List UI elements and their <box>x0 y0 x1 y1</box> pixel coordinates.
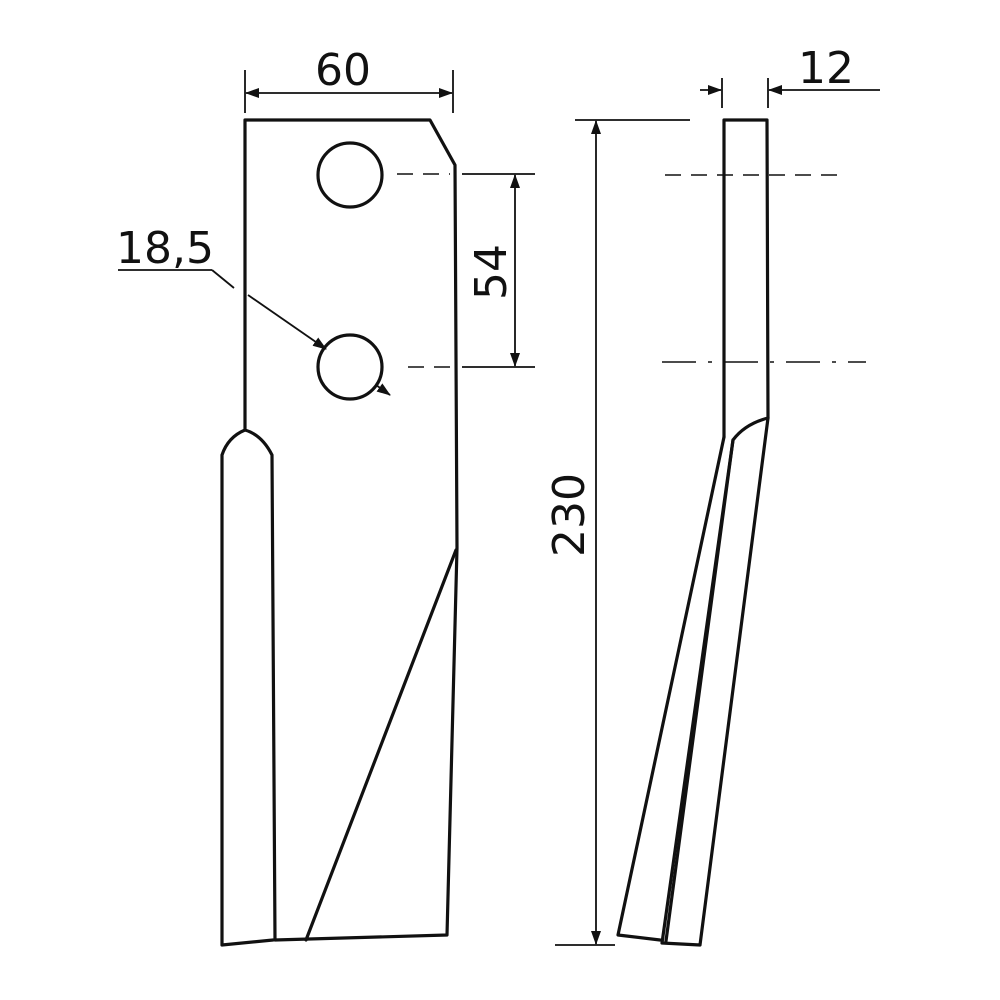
dimension-length: 230 <box>544 119 690 946</box>
mounting-hole-bottom <box>316 333 384 401</box>
mounting-hole-top <box>316 141 384 209</box>
blade-side-tip <box>660 416 770 947</box>
blade-edge-strip <box>220 428 275 947</box>
blade-front-outline <box>243 118 459 942</box>
dimension-length-label: 230 <box>544 473 595 557</box>
dimension-thickness: 12 <box>700 43 880 108</box>
dimension-width-label: 60 <box>315 45 371 96</box>
front-view <box>220 118 459 947</box>
dimension-hole-spacing: 54 <box>462 173 535 368</box>
blade-side-shank <box>722 118 770 439</box>
dimension-hole-spacing-label: 54 <box>466 244 517 300</box>
blade-side-tip-edge <box>616 435 726 942</box>
side-view <box>616 118 866 947</box>
dimension-thickness-label: 12 <box>798 43 854 94</box>
dimension-hole-diameter: 18,5 <box>116 223 391 396</box>
blade-side-inner-line <box>664 438 735 943</box>
blade-bevel-line <box>304 548 458 942</box>
dimension-hole-diameter-label: 18,5 <box>116 223 214 274</box>
dimension-width: 60 <box>244 45 454 113</box>
